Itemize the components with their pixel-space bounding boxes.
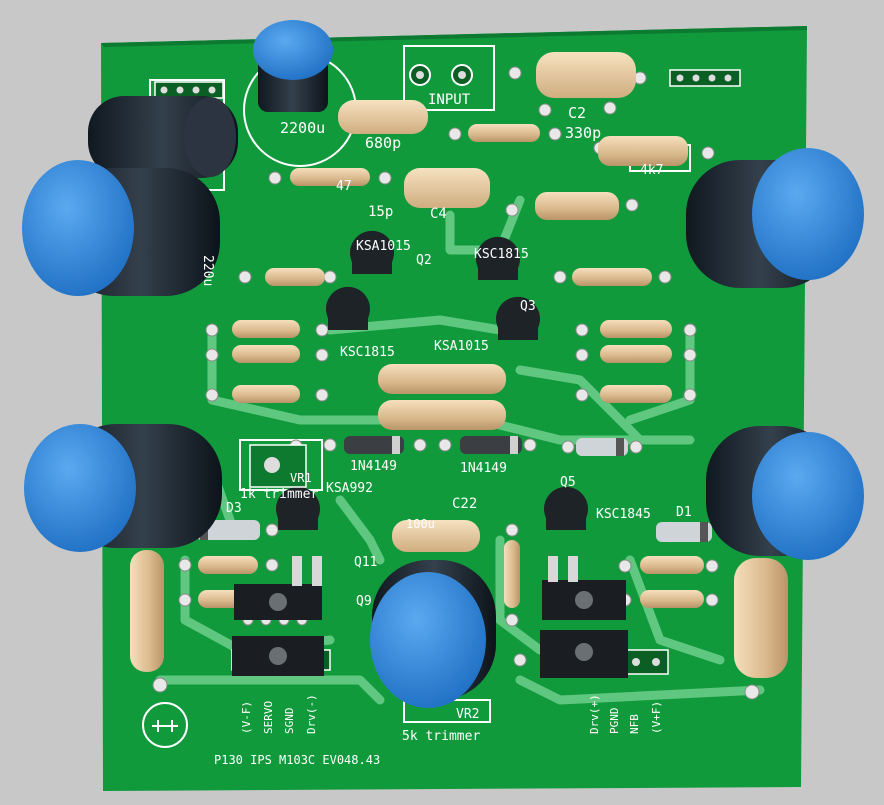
- label-vr2: VR2: [456, 707, 479, 722]
- pin-label-right-3: NFB: [628, 714, 641, 734]
- pin-label-right-4: (V+F): [650, 701, 663, 734]
- label-q3-part: KSC1815: [474, 247, 529, 262]
- label-c4: C4: [430, 206, 447, 222]
- power-transistors: [232, 556, 628, 678]
- board-footer: P130 IPS M103C EV048.43: [214, 753, 380, 767]
- header-top-right: [669, 69, 741, 87]
- label-680p: 680p: [365, 134, 401, 152]
- label-1n4149-right: 1N4149: [460, 461, 507, 476]
- label-q3: Q3: [520, 299, 536, 314]
- electrolytic-capacitors: [22, 20, 864, 708]
- to92-transistors: [276, 230, 588, 530]
- label-15p: 15p: [368, 204, 393, 220]
- label-input: INPUT: [428, 92, 471, 108]
- label-q11: Q11: [354, 555, 377, 570]
- label-2200u: 2200u: [280, 119, 325, 137]
- pin-label-left-3: SGND: [283, 708, 296, 735]
- label-ksa992: KSA992: [326, 481, 373, 496]
- label-4k7: 4k7: [640, 163, 663, 178]
- label-c2: C2: [568, 104, 586, 122]
- label-q2: Q2: [416, 253, 432, 268]
- pin-label-left-2: SERVO: [262, 701, 275, 734]
- board-logo-icon: [152, 720, 178, 732]
- resistors-vertical: [130, 540, 788, 678]
- label-q5: Q5: [560, 475, 576, 490]
- header-top-left: [154, 81, 224, 99]
- label-c22-val: 100u: [406, 517, 435, 531]
- label-ksc1815-left: KSC1815: [340, 345, 395, 360]
- pin-label-right-1: Drv(+): [588, 694, 601, 734]
- input-connector: [409, 64, 473, 86]
- vr1-trimmer: [249, 444, 307, 488]
- label-330p: 330p: [565, 124, 601, 142]
- pin-label-right-2: PGND: [608, 708, 621, 735]
- label-d3: D3: [226, 501, 242, 516]
- label-q9: Q9: [356, 594, 372, 609]
- label-ksc1845: KSC1845: [596, 507, 651, 522]
- pin-label-left-1: (V-F): [240, 701, 253, 734]
- resistors-horizontal: [198, 124, 704, 608]
- label-c22: C22: [452, 496, 477, 512]
- label-q2-part: KSA1015: [356, 239, 411, 254]
- label-d1: D1: [676, 505, 692, 520]
- label-ksa1015-right: KSA1015: [434, 339, 489, 354]
- pin-label-left-4: Drv(-): [305, 694, 318, 734]
- label-vr1-desc: 1k trimmer: [240, 487, 318, 502]
- label-vr2-desc: 5k trimmer: [402, 729, 480, 744]
- label-vr1: VR1: [290, 471, 312, 485]
- film-capacitors: [338, 52, 636, 552]
- label-1n4149-left: 1N4149: [350, 459, 397, 474]
- label-220u-left: 220u: [200, 255, 215, 286]
- label-47: 47: [336, 179, 352, 194]
